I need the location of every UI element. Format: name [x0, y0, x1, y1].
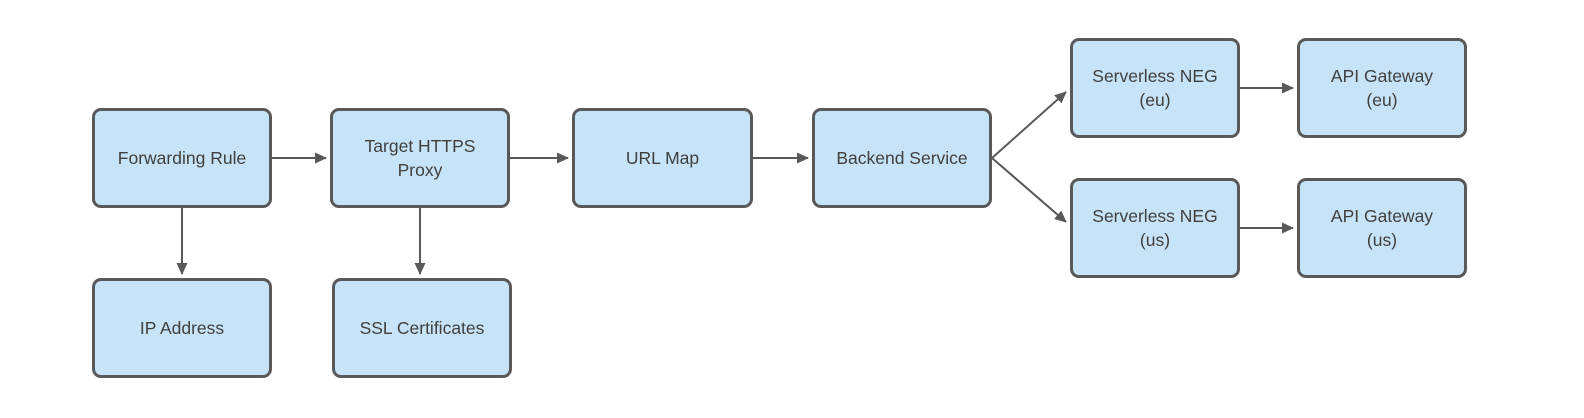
node-label-api-gateway-us: API Gateway (us) [1330, 205, 1434, 251]
node-backend-service: Backend Service [812, 108, 992, 208]
node-url-map: URL Map [572, 108, 753, 208]
node-serverless-neg-eu: Serverless NEG (eu) [1070, 38, 1240, 138]
node-label-target-https-proxy: Target HTTPS Proxy [364, 135, 476, 181]
node-api-gateway-us: API Gateway (us) [1297, 178, 1467, 278]
node-label-forwarding-rule: Forwarding Rule [117, 147, 247, 168]
arrow-backend-service-to-serverless-neg-us [991, 157, 1067, 223]
node-ip-address: IP Address [92, 278, 272, 378]
node-label-ip-address: IP Address [139, 317, 225, 338]
node-ssl-certificates: SSL Certificates [332, 278, 512, 378]
node-api-gateway-eu: API Gateway (eu) [1297, 38, 1467, 138]
node-label-backend-service: Backend Service [836, 147, 968, 168]
node-label-url-map: URL Map [625, 147, 700, 168]
node-serverless-neg-us: Serverless NEG (us) [1070, 178, 1240, 278]
node-label-serverless-neg-us: Serverless NEG (us) [1092, 205, 1218, 251]
node-label-ssl-certificates: SSL Certificates [359, 317, 485, 338]
node-target-https-proxy: Target HTTPS Proxy [330, 108, 510, 208]
node-label-api-gateway-eu: API Gateway (eu) [1330, 65, 1434, 111]
node-forwarding-rule: Forwarding Rule [92, 108, 272, 208]
arrow-backend-service-to-serverless-neg-eu [991, 91, 1067, 159]
node-label-serverless-neg-eu: Serverless NEG (eu) [1092, 65, 1218, 111]
